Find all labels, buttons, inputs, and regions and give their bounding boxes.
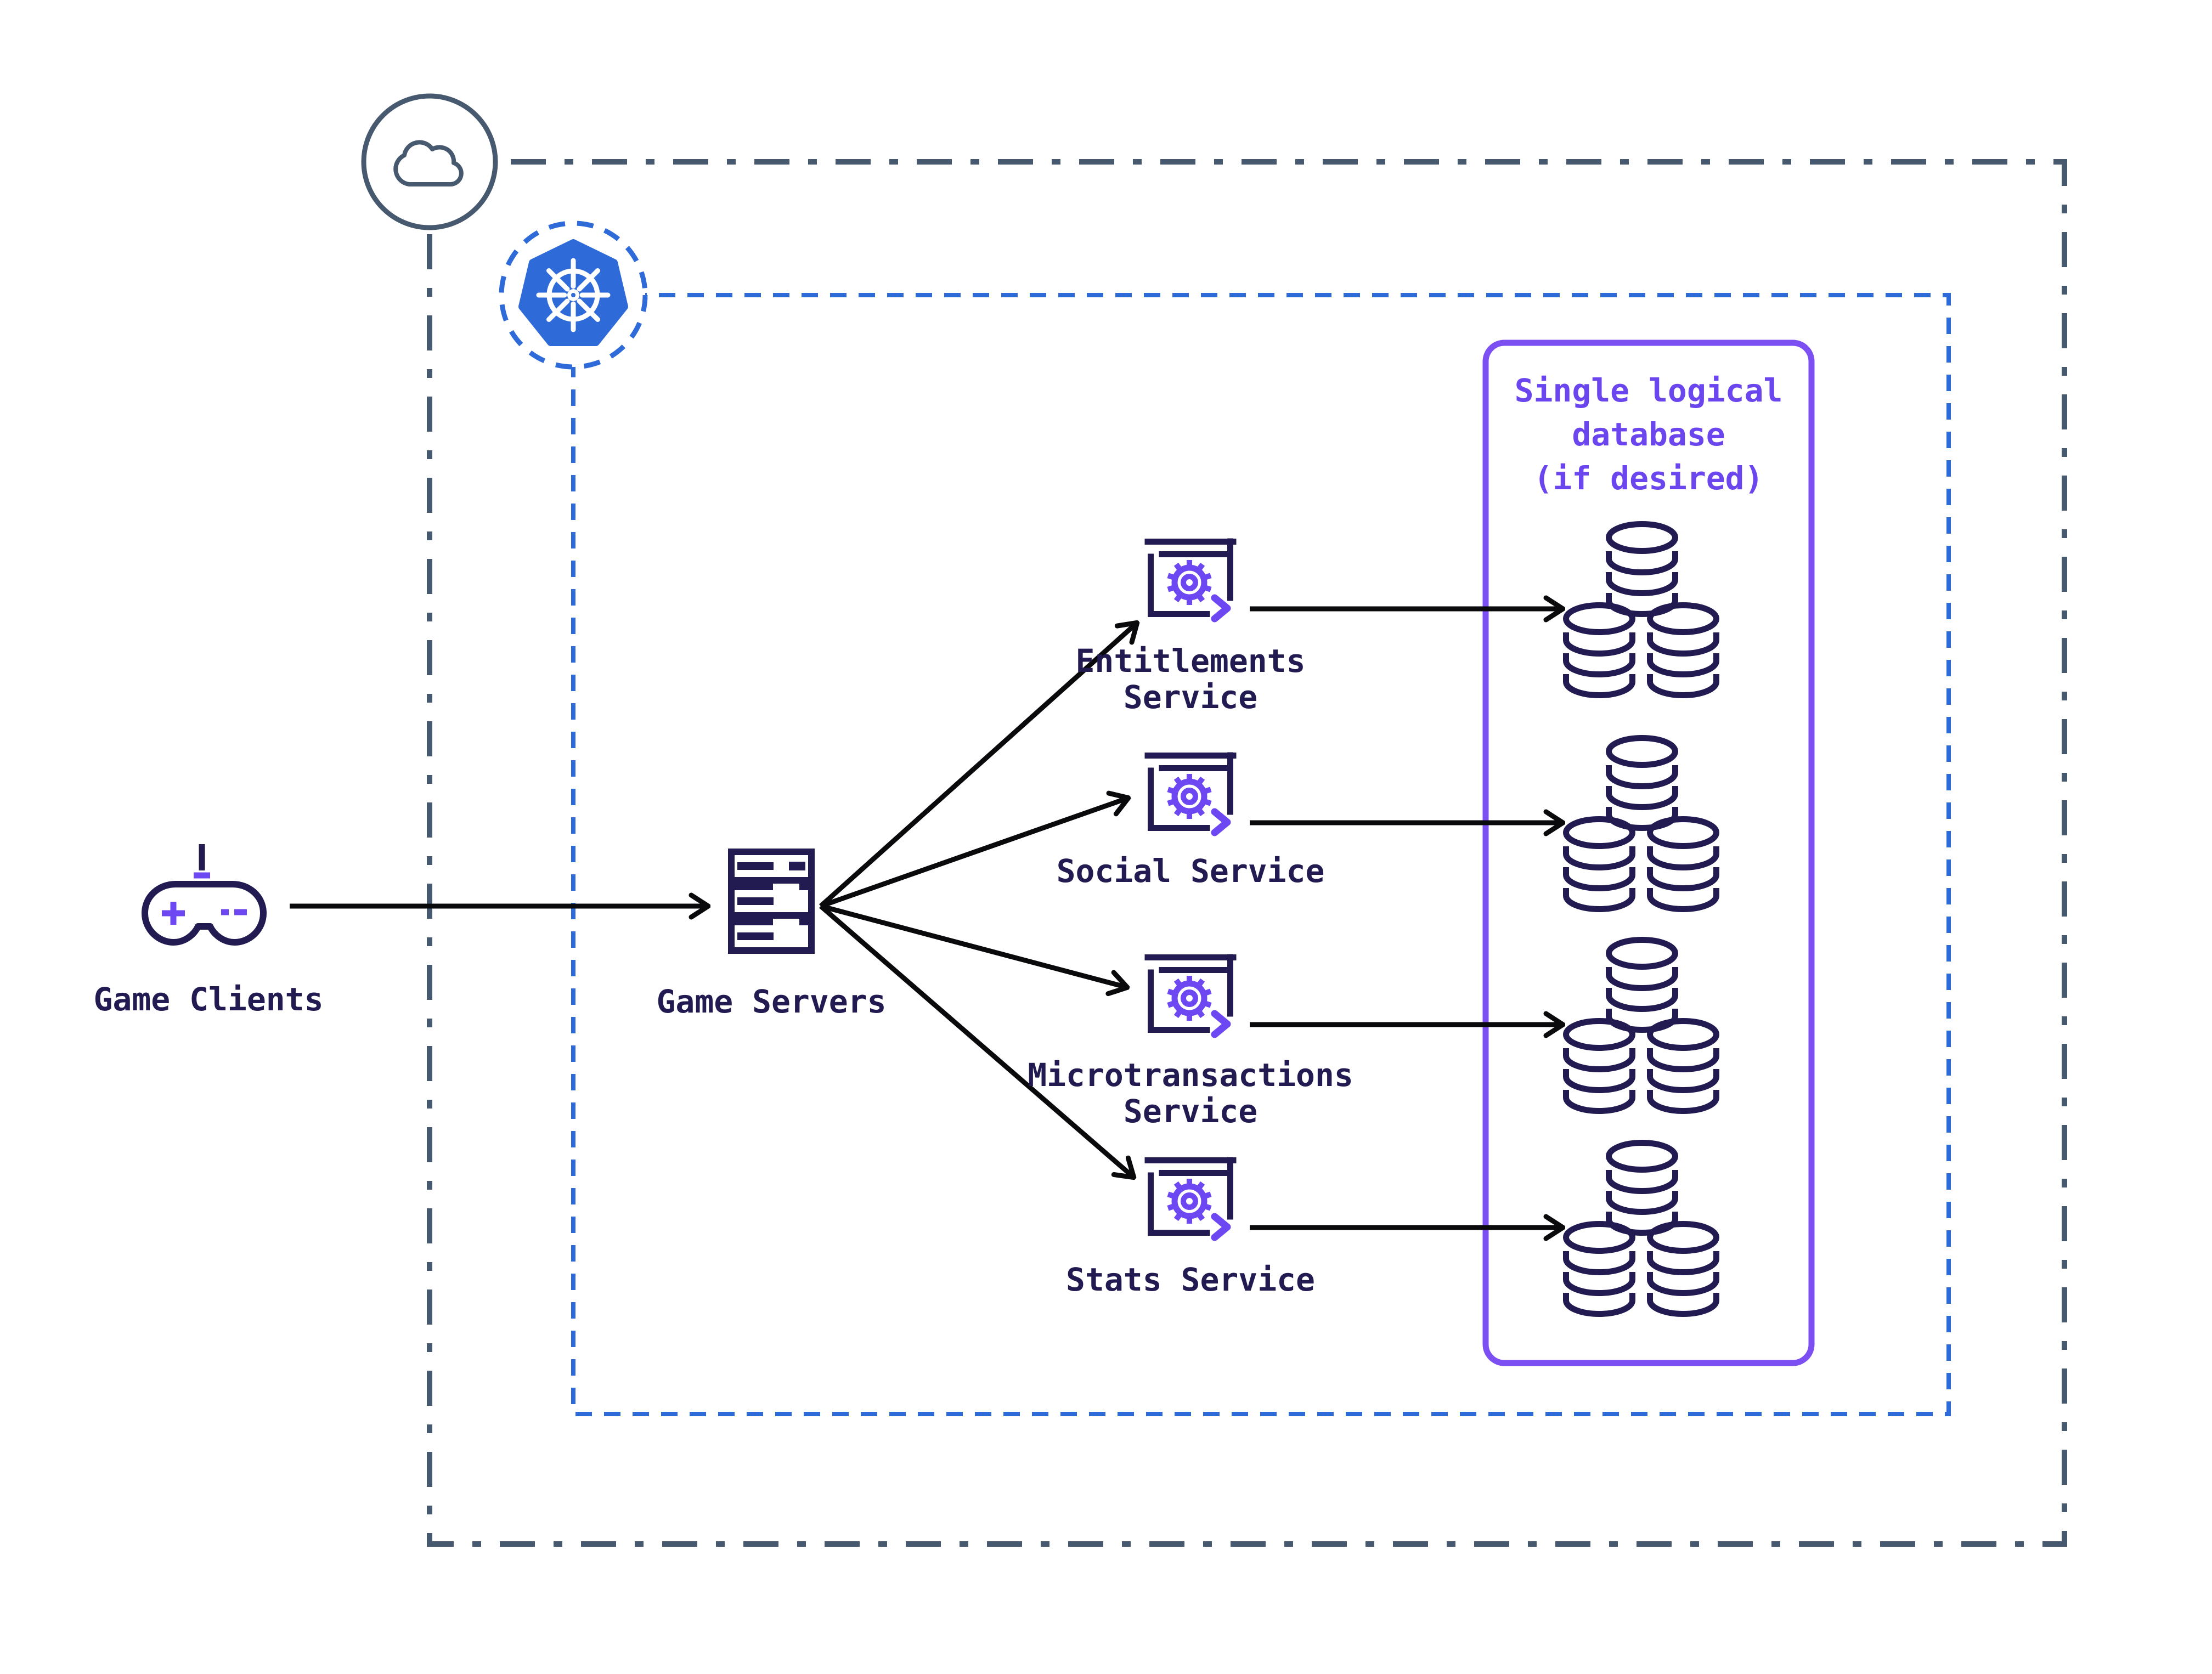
microtransactions-service-label: Microtransactions Service (1028, 1056, 1353, 1130)
service-icon-social (1148, 755, 1233, 833)
connector-arrows (290, 609, 1562, 1228)
server-stack-icon (728, 849, 815, 954)
arrow-servers-to-microtransactions (820, 903, 1127, 987)
cloud-boundary-border (427, 159, 2067, 1547)
cloud-icon (361, 93, 498, 230)
social-service-label: Social Service (1056, 852, 1325, 890)
database-stack-icon-social (1566, 738, 1717, 909)
database-stack-icon-entitlements (1566, 524, 1717, 695)
game-clients-label: Game Clients (93, 981, 324, 1018)
kubernetes-boundary-border (571, 293, 1951, 1416)
stats-service-label: Stats Service (1066, 1261, 1315, 1298)
kubernetes-icon (499, 220, 648, 370)
service-icon-entitlements (1148, 541, 1233, 619)
game-servers-label: Game Servers (656, 983, 887, 1020)
gamepad-icon (142, 844, 267, 946)
arrow-servers-to-social (820, 798, 1128, 909)
arrow-servers-to-entitlements (819, 623, 1137, 908)
arrow-servers-to-stats (819, 904, 1133, 1177)
single-logical-database-box (1482, 340, 1815, 1366)
service-icon-stats (1148, 1160, 1233, 1237)
single-logical-database-title: Single logical database (if desired) (1514, 372, 1783, 497)
entitlements-service-label: Entitlements Service (1075, 642, 1306, 716)
service-icon-microtransactions (1148, 957, 1233, 1034)
database-stack-icon-stats (1566, 1143, 1717, 1314)
database-stack-icon-microtransactions (1566, 940, 1717, 1111)
